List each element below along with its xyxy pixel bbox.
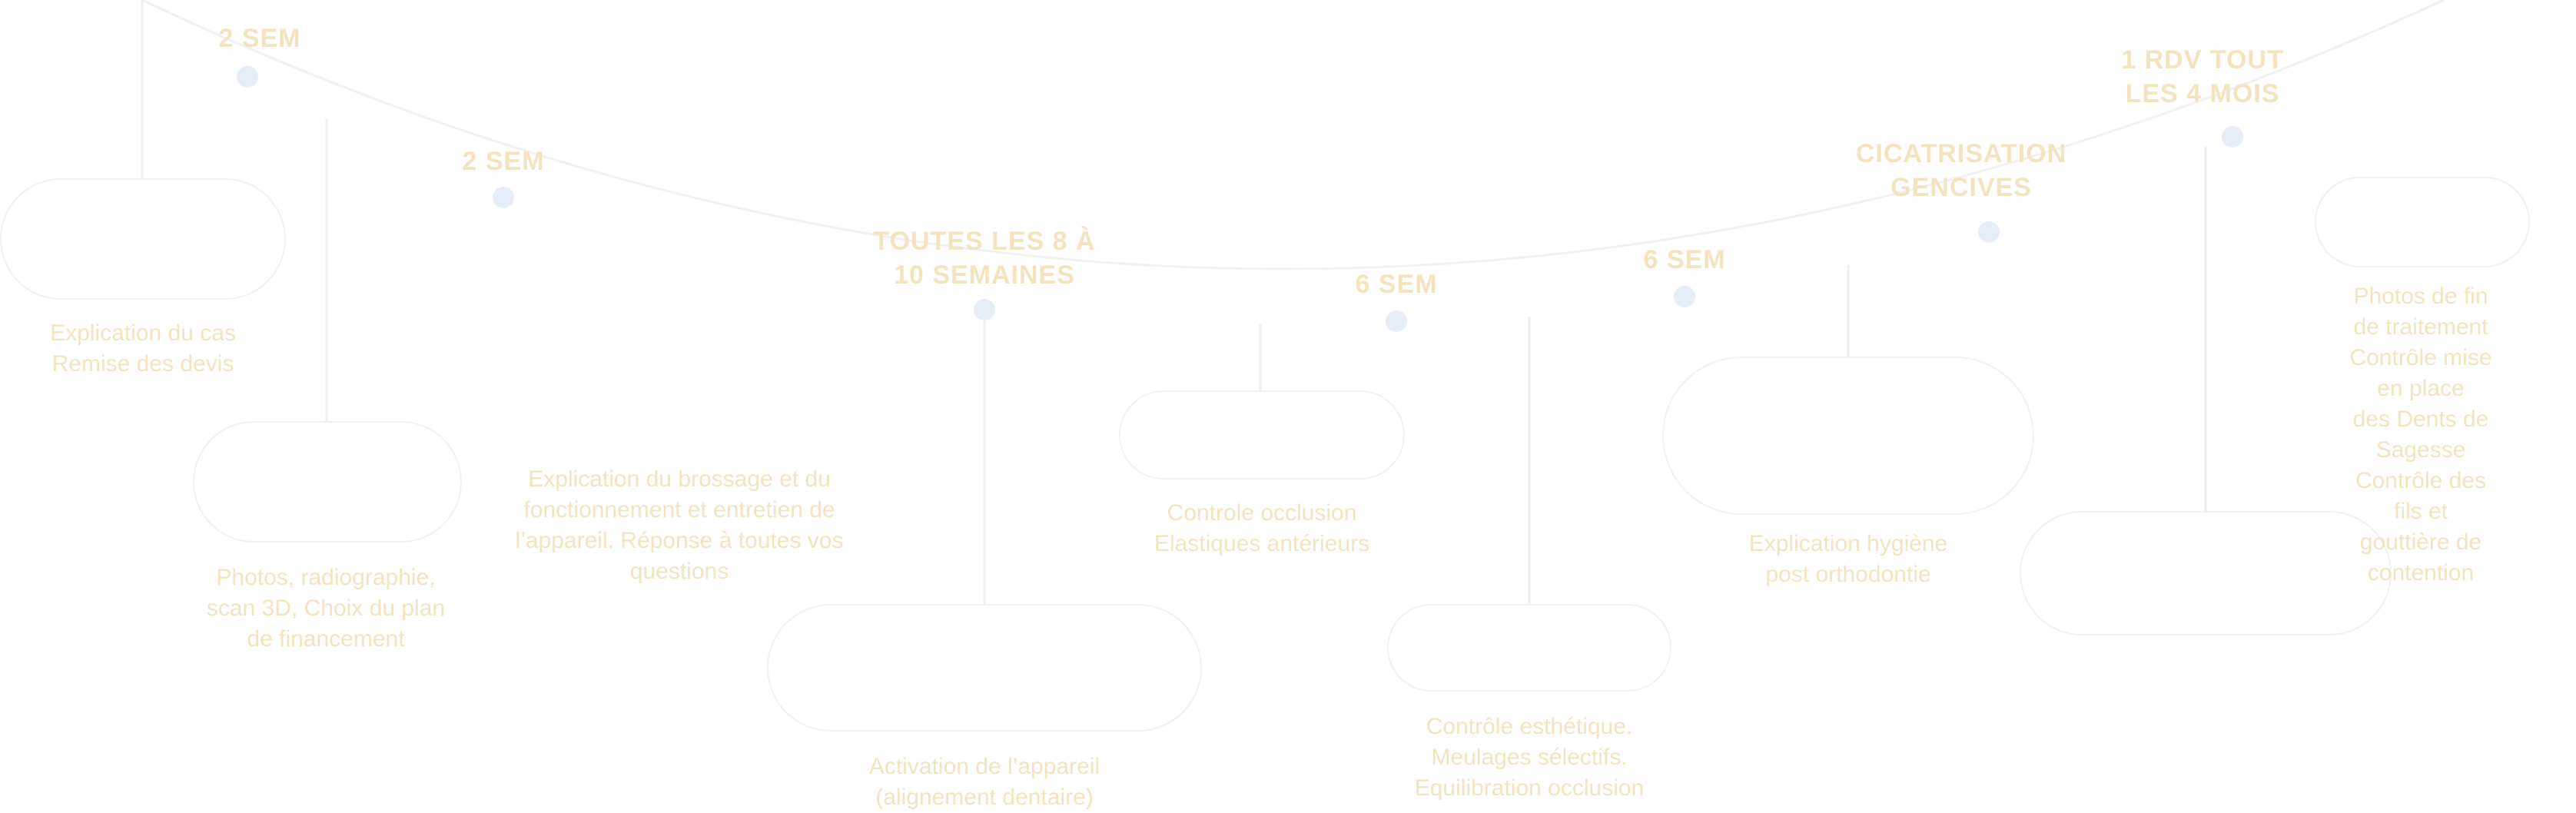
step-4-pill bbox=[767, 604, 1202, 732]
timeline-dot-step-6 bbox=[1386, 310, 1407, 332]
step-7-interval-label: 6 SEM bbox=[1643, 245, 1726, 274]
step-6-interval-label: 6 SEM bbox=[1355, 270, 1438, 299]
step-1-description: Explication du cas Remise des devis bbox=[50, 320, 236, 377]
step-1-pill bbox=[0, 178, 286, 300]
step-9-pill bbox=[2020, 511, 2392, 635]
step-10-pill bbox=[2315, 177, 2530, 267]
step-2-interval-label: 2 SEM bbox=[218, 24, 301, 53]
step-5-description: Controle occlusion Elastiques antérieurs bbox=[1154, 500, 1370, 556]
timeline-dot-step-8 bbox=[1978, 221, 2000, 243]
timeline-dot-step-2 bbox=[237, 66, 258, 88]
step-4-interval-label: TOUTES LES 8 À 10 SEMAINES bbox=[873, 227, 1096, 290]
step-2-description: Photos, radiographie, scan 3D, Choix du … bbox=[206, 565, 446, 652]
timeline-dot-step-7 bbox=[1674, 286, 1695, 307]
timeline-dot-step-9 bbox=[2222, 126, 2243, 148]
step-8-interval-label: CICATRISATION GENCIVES bbox=[1855, 139, 2067, 202]
step-7-description: Explication hygiène post orthodontie bbox=[1748, 531, 1948, 587]
timeline-dot-step-4 bbox=[974, 299, 995, 320]
step-6-description: Contrôle esthétique. Meulages sélectifs.… bbox=[1414, 714, 1645, 801]
timeline-dot-step-3 bbox=[493, 187, 514, 208]
step-5-pill bbox=[1119, 390, 1405, 480]
step-9-interval-label: 1 RDV TOUT LES 4 MOIS bbox=[2121, 45, 2284, 108]
timeline-curve bbox=[141, 0, 2445, 270]
step-3-description: Explication du brossage et du fonctionne… bbox=[515, 466, 844, 584]
step-6-pill bbox=[1387, 604, 1671, 692]
step-2-pill bbox=[193, 421, 462, 543]
step-3-interval-label: 2 SEM bbox=[462, 147, 545, 176]
step-7-pill bbox=[1662, 357, 2034, 515]
step-4-description: Activation de l’appareil (alignement den… bbox=[868, 754, 1100, 810]
step-10-description: Photos de fin de traitement Contrôle mis… bbox=[2349, 284, 2492, 586]
